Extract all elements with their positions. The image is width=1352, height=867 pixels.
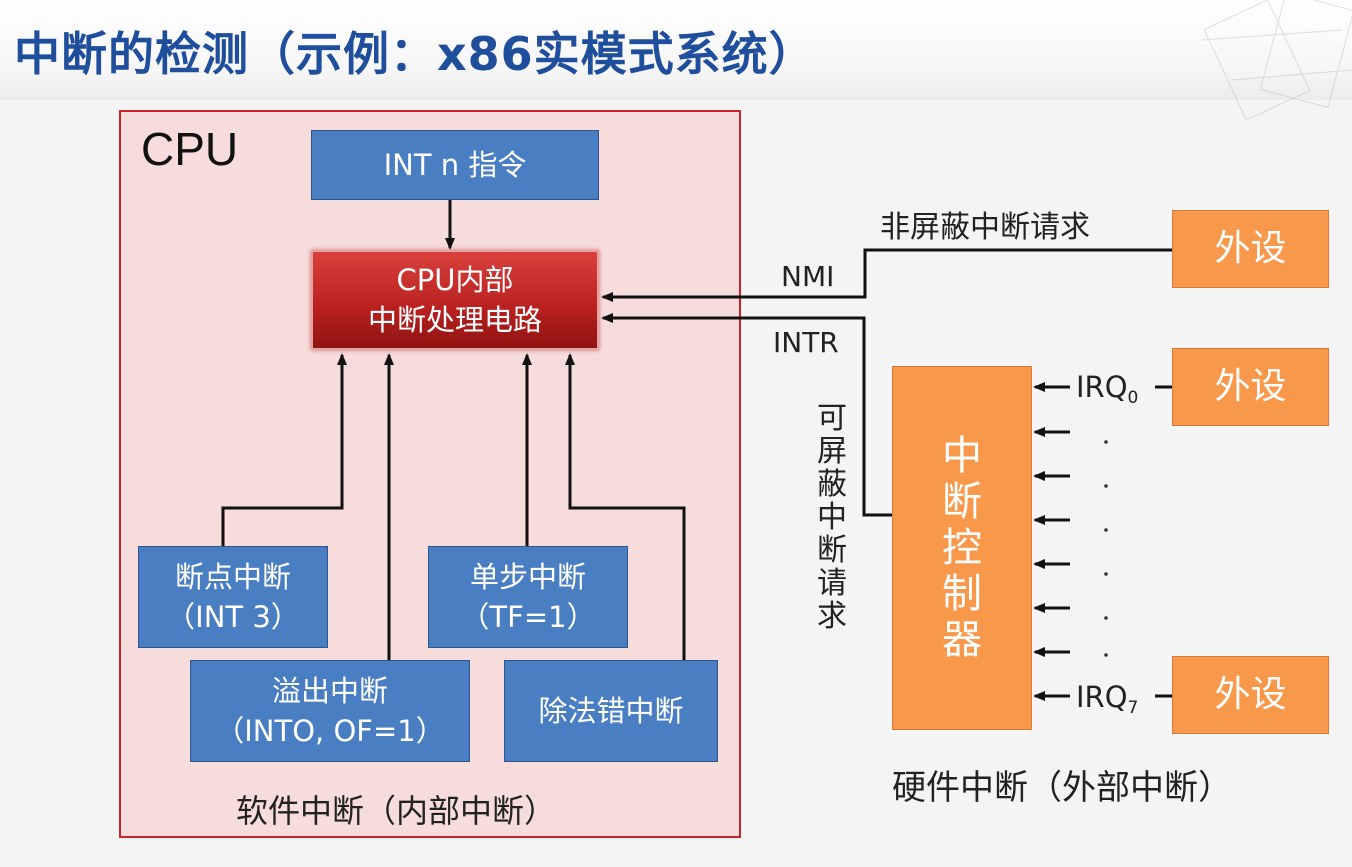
breakpoint-interrupt-box: 断点中断 （INT 3） bbox=[138, 546, 328, 648]
device-label: 外设 bbox=[1214, 674, 1287, 715]
peripheral-device-nmi: 外设 bbox=[1172, 210, 1329, 288]
overflow-line1: 溢出中断 bbox=[271, 674, 388, 708]
wire-divide bbox=[565, 353, 686, 660]
irq7-label: IRQ7 bbox=[1076, 680, 1139, 718]
core-line2: 中断处理电路 bbox=[367, 303, 542, 337]
interrupt-controller-box: 中断控制器 bbox=[892, 366, 1032, 730]
wire-breakpoint bbox=[221, 353, 347, 548]
controller-label: 中断控制器 bbox=[942, 433, 982, 663]
single-step-line2: （TF=1） bbox=[460, 600, 596, 634]
int-n-label: INT n 指令 bbox=[383, 148, 527, 182]
intr-label: INTR bbox=[773, 326, 839, 359]
core-line1: CPU内部 bbox=[396, 263, 514, 297]
irq0-label: IRQ0 bbox=[1076, 370, 1139, 408]
hardware-interrupt-caption: 硬件中断（外部中断） bbox=[892, 768, 1232, 808]
title-bar: 中断的检测（示例：x86实模式系统） bbox=[0, 0, 1352, 121]
breakpoint-line2: （INT 3） bbox=[166, 600, 300, 634]
nmi-description: 非屏蔽中断请求 bbox=[880, 210, 1090, 245]
software-interrupt-caption: 软件中断（内部中断） bbox=[236, 792, 557, 830]
breakpoint-line1: 断点中断 bbox=[174, 560, 291, 594]
interrupt-handling-circuit-box: CPU内部 中断处理电路 bbox=[311, 250, 599, 350]
device-label: 外设 bbox=[1214, 228, 1287, 269]
irq-ellipsis bbox=[1104, 440, 1108, 657]
device-label: 外设 bbox=[1214, 366, 1287, 407]
decorative-corner-graphic bbox=[1201, 0, 1352, 121]
divide-error-interrupt-box: 除法错中断 bbox=[504, 660, 718, 762]
single-step-line1: 单步中断 bbox=[469, 560, 586, 594]
maskable-request-label: 可屏蔽中断请求 bbox=[817, 401, 847, 634]
nmi-label: NMI bbox=[781, 260, 835, 293]
int-n-instruction-box: INT n 指令 bbox=[311, 130, 599, 200]
overflow-line2: （INTO, OF=1） bbox=[215, 714, 445, 748]
page-title: 中断的检测（示例：x86实模式系统） bbox=[14, 27, 816, 81]
cpu-label: CPU bbox=[141, 123, 239, 175]
overflow-interrupt-box: 溢出中断 （INTO, OF=1） bbox=[190, 660, 470, 762]
wire-nmi bbox=[601, 248, 1172, 302]
single-step-interrupt-box: 单步中断 （TF=1） bbox=[428, 546, 628, 648]
peripheral-device-irq7: 外设 bbox=[1172, 656, 1329, 734]
divide-label: 除法错中断 bbox=[538, 694, 684, 728]
peripheral-device-irq0: 外设 bbox=[1172, 348, 1329, 426]
wire-intr bbox=[601, 313, 892, 517]
